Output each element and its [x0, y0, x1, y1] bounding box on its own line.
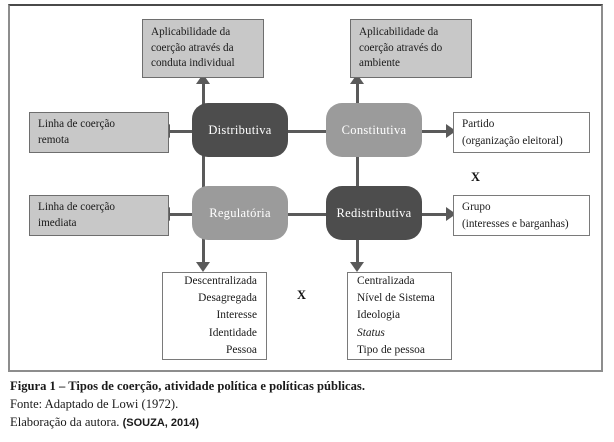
node-redistributiva[interactable]: Redistributiva — [326, 186, 422, 240]
caption-author: Elaboração da autora. — [10, 414, 120, 429]
connector-constitutiva-to-top — [356, 82, 359, 112]
arrow-down-redistributiva — [350, 262, 364, 272]
box-aplicabilidade-conduta: Aplicabilidade da coerção através da con… — [142, 19, 264, 78]
list-item: Centralizada — [357, 274, 415, 287]
arrow-down-regulatoria — [196, 262, 210, 272]
x-mark-right: X — [471, 170, 481, 184]
figure-frame: Aplicabilidade da coerção através da con… — [8, 4, 603, 372]
box-line-1: Aplicabilidade da — [359, 25, 439, 38]
connector-redistributiva-to-right — [422, 213, 448, 216]
box-line-3: ambiente — [359, 57, 401, 70]
box-line-1: Aplicabilidade da — [151, 25, 231, 38]
node-label: Redistributiva — [336, 205, 412, 220]
box-descentralizada-lista: Descentralizada Desagregada Interesse Id… — [162, 272, 267, 360]
caption-author-tag: (SOUZA, 2014) — [122, 416, 200, 429]
node-label: Constitutiva — [341, 122, 407, 137]
box-line-2: (interesses e barganhas) — [462, 217, 569, 230]
box-line-1: Linha de coerção — [38, 117, 116, 130]
box-line-3: conduta individual — [151, 57, 235, 70]
list-item: Interesse — [216, 309, 257, 322]
box-linha-coercao-imediata: Linha de coerção imediata — [29, 195, 169, 236]
arrow-right-constitutiva — [446, 124, 456, 138]
connector-distributiva-to-left — [170, 130, 200, 133]
box-aplicabilidade-ambiente: Aplicabilidade da coerção através do amb… — [350, 19, 472, 78]
node-label: Distributiva — [208, 122, 272, 137]
caption-source: Fonte: Adaptado de Lowi (1972). — [10, 396, 179, 411]
box-line-2: coerção através do — [359, 41, 443, 54]
connector-redistributiva-to-bottom — [356, 236, 359, 264]
connector-regulatoria-to-bottom — [202, 236, 205, 264]
list-item: Ideologia — [357, 309, 401, 322]
node-constitutiva[interactable]: Constitutiva — [326, 103, 422, 157]
box-centralizada-lista: Centralizada Nível de Sistema Ideologia … — [347, 272, 452, 360]
connector-regulatoria-redistributiva — [288, 213, 326, 216]
figure-caption: Figura 1 – Tipos de coerção, atividade p… — [10, 378, 610, 432]
box-line-1: Partido — [462, 118, 495, 131]
arrow-up-distributiva — [196, 74, 210, 84]
box-grupo: Grupo (interesses e barganhas) — [453, 195, 590, 236]
arrow-up-constitutiva — [350, 74, 364, 84]
list-item: Descentralizada — [184, 274, 257, 287]
box-line-2: imediata — [38, 216, 77, 229]
box-line-2: (organização eleitoral) — [462, 134, 563, 147]
connector-distributiva-constitutiva — [288, 130, 326, 133]
list-item: Desagregada — [198, 292, 257, 305]
caption-author-line: Elaboração da autora. (SOUZA, 2014) — [10, 414, 610, 432]
arrow-right-redistributiva — [446, 207, 456, 221]
list-item: Identidade — [208, 326, 257, 339]
connector-regulatoria-to-left — [170, 213, 200, 216]
box-line-1: Grupo — [462, 201, 491, 214]
box-line-2: coerção através da — [151, 41, 234, 54]
connector-distributiva-to-top — [202, 82, 205, 112]
box-line-1: Linha de coerção — [38, 200, 116, 213]
list-item: Nível de Sistema — [357, 292, 435, 305]
x-mark-bottom: X — [297, 288, 307, 302]
node-label: Regulatória — [209, 205, 271, 220]
box-line-2: remota — [38, 133, 70, 146]
list-item: Pessoa — [225, 344, 257, 356]
node-distributiva[interactable]: Distributiva — [192, 103, 288, 157]
connector-constitutiva-to-right — [422, 130, 448, 133]
list-item: Tipo de pessoa — [357, 344, 425, 356]
box-linha-coercao-remota: Linha de coerção remota — [29, 112, 169, 153]
connector-constitutiva-redistributiva — [356, 154, 359, 190]
box-partido: Partido (organização eleitoral) — [453, 112, 590, 153]
connector-distributiva-regulatoria — [202, 154, 205, 190]
caption-title: Figura 1 – Tipos de coerção, atividade p… — [10, 379, 365, 393]
node-regulatoria[interactable]: Regulatória — [192, 186, 288, 240]
list-item: Status — [357, 326, 385, 339]
